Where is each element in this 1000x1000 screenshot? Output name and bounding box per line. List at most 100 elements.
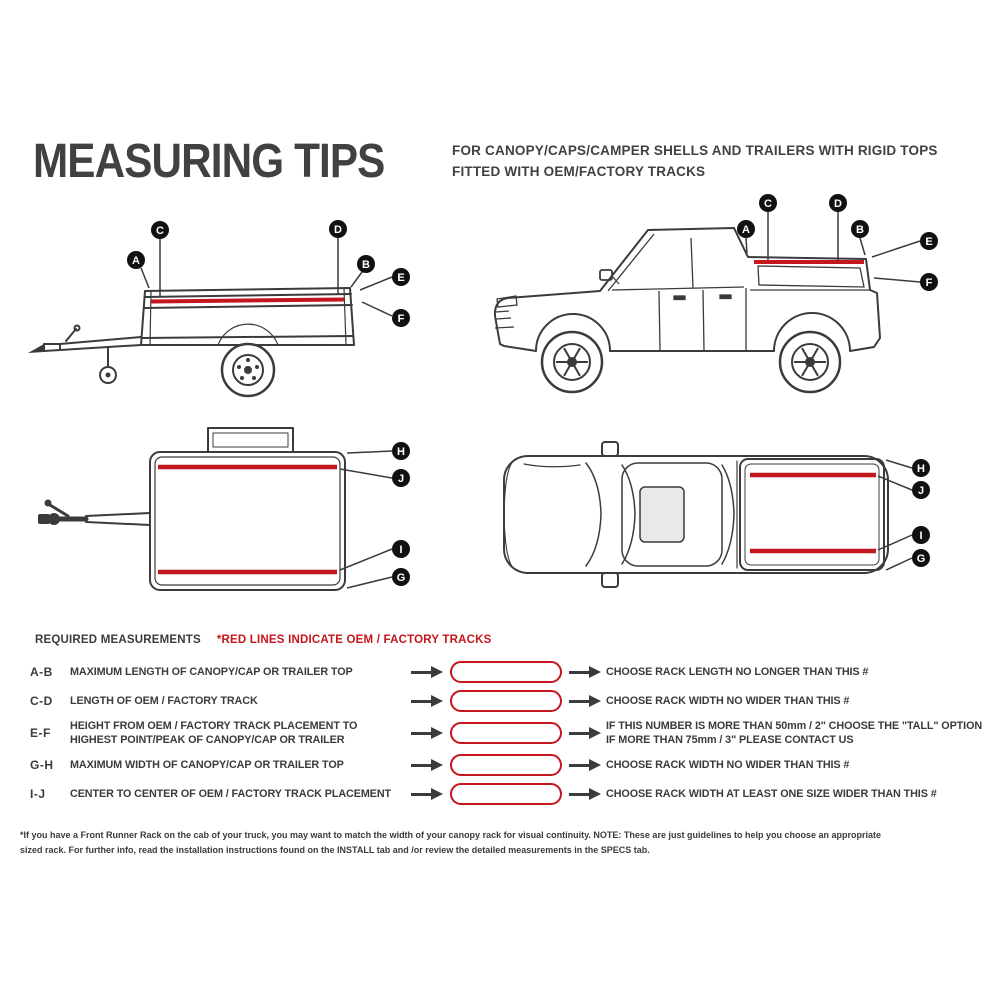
right-arrow-icon — [411, 787, 443, 801]
trailer-body-outline — [43, 287, 355, 368]
measurement-description: MAXIMUM WIDTH OF CANOPY/CAP OR TRAILER T… — [70, 759, 344, 772]
measure-point-a: A — [737, 220, 755, 238]
measurement-id: I-J — [30, 787, 46, 802]
measurement-row-i-j: I-J CENTER TO CENTER OF OEM / FACTORY TR… — [30, 783, 976, 806]
measure-point-b: B — [851, 220, 869, 238]
measurement-input-box — [450, 783, 562, 806]
label-badge-a: A — [742, 224, 750, 236]
label-badge-e: E — [397, 272, 404, 284]
trailer-wheel — [220, 342, 276, 398]
measure-point-e: E — [920, 232, 938, 250]
label-badge-a: A — [132, 255, 140, 267]
measure-point-f: F — [392, 309, 410, 327]
truck-body-details — [494, 233, 870, 351]
truck-rear-wheel — [778, 330, 842, 394]
right-arrow-icon — [411, 726, 443, 740]
measurement-id: E-F — [30, 726, 51, 741]
trailer-jockey-wheel — [99, 366, 117, 384]
measurement-result: CHOOSE RACK WIDTH NO WIDER THAN THIS # — [606, 694, 850, 707]
measure-point-g: G — [392, 568, 410, 586]
measurement-input-box — [450, 661, 562, 683]
measurement-description: CENTER TO CENTER OF OEM / FACTORY TRACK … — [70, 788, 392, 801]
measure-point-b: B — [357, 255, 375, 273]
footnote: *If you have a Front Runner Rack on the … — [20, 830, 881, 856]
truck-side-view-diagram: C A D B E F — [493, 194, 938, 394]
measure-point-j: J — [392, 469, 410, 487]
measurement-row-a-b: A-B MAXIMUM LENGTH OF CANOPY/CAP OR TRAI… — [30, 661, 976, 683]
measurements-table: A-B MAXIMUM LENGTH OF CANOPY/CAP OR TRAI… — [30, 661, 982, 806]
measurement-input-box — [450, 754, 562, 777]
measure-point-i: I — [392, 540, 410, 558]
measurement-id: C-D — [30, 694, 53, 708]
right-arrow-icon — [411, 665, 443, 679]
subtitle-line-2: FITTED WITH OEM/FACTORY TRACKS — [452, 163, 706, 179]
trailer-top-view-diagram: H J I G — [38, 427, 410, 591]
label-badge-f: F — [398, 313, 405, 325]
required-measurements-label: REQUIRED MEASUREMENTS — [35, 634, 201, 646]
measure-point-j: J — [912, 481, 930, 499]
label-badge-h: H — [917, 463, 925, 475]
label-badge-j: J — [398, 473, 404, 485]
measurement-row-g-h: G-H MAXIMUM WIDTH OF CANOPY/CAP OR TRAIL… — [30, 754, 976, 777]
label-badge-b: B — [856, 224, 864, 236]
right-arrow-icon — [569, 758, 601, 772]
right-arrow-icon — [569, 726, 601, 740]
measurement-description: HEIGHT FROM OEM / FACTORY TRACK PLACEMEN… — [70, 720, 358, 747]
measure-point-c: C — [151, 221, 169, 239]
truck-top-outline — [503, 441, 889, 588]
measurement-result: CHOOSE RACK WIDTH AT LEAST ONE SIZE WIDE… — [606, 788, 937, 801]
right-arrow-icon — [411, 694, 443, 708]
measurement-id: G-H — [30, 758, 54, 773]
measurement-result: IF THIS NUMBER IS MORE THAN 50mm / 2" CH… — [606, 720, 983, 747]
label-badge-b: B — [362, 259, 370, 271]
measure-point-h: H — [392, 442, 410, 460]
right-arrow-icon — [569, 665, 601, 679]
measurement-input-box — [450, 722, 562, 745]
hitch-tip — [38, 514, 50, 524]
measurement-row-e-f: E-F HEIGHT FROM OEM / FACTORY TRACK PLAC… — [30, 719, 982, 747]
measure-point-d: D — [329, 220, 347, 238]
measure-point-e: E — [392, 268, 410, 286]
label-badge-j: J — [918, 485, 924, 497]
factory-track-red-line — [150, 297, 345, 304]
measurement-input-box — [450, 690, 562, 712]
truck-top-view-diagram: H J I G — [503, 441, 930, 588]
label-badge-c: C — [764, 198, 772, 210]
leader-lines — [140, 238, 393, 317]
legend: REQUIRED MEASUREMENTS *RED LINES INDICAT… — [35, 634, 492, 646]
right-arrow-icon — [569, 787, 601, 801]
red-lines-note: *RED LINES INDICATE OEM / FACTORY TRACKS — [216, 634, 492, 646]
label-badge-h: H — [397, 446, 405, 458]
measure-point-a: A — [127, 251, 145, 269]
measure-point-d: D — [829, 194, 847, 212]
label-badge-f: F — [926, 277, 933, 289]
label-badge-c: C — [156, 225, 164, 237]
trailer-top-outline — [48, 427, 346, 591]
leader-lines — [745, 212, 921, 283]
right-arrow-icon — [411, 758, 443, 772]
truck-body-outline — [493, 227, 881, 352]
measure-point-c: C — [759, 194, 777, 212]
measure-point-g: G — [912, 549, 930, 567]
label-badge-d: D — [334, 224, 342, 236]
measure-point-h: H — [912, 459, 930, 477]
page-subtitle: FOR CANOPY/CAPS/CAMPER SHELLS AND TRAILE… — [452, 141, 938, 183]
label-badge-d: D — [834, 198, 842, 210]
subtitle-line-1: FOR CANOPY/CAPS/CAMPER SHELLS AND TRAILE… — [452, 143, 938, 158]
measurement-row-c-d: C-D LENGTH OF OEM / FACTORY TRACK CHOOSE… — [30, 690, 976, 712]
measure-point-f: F — [920, 273, 938, 291]
measurement-id: A-B — [30, 665, 53, 679]
hitch-coupler — [48, 513, 60, 525]
measurement-result: CHOOSE RACK WIDTH NO WIDER THAN THIS # — [606, 759, 850, 772]
measurement-description: MAXIMUM LENGTH OF CANOPY/CAP OR TRAILER … — [70, 665, 353, 678]
label-badge-g: G — [397, 572, 406, 584]
label-badge-i: I — [399, 544, 402, 556]
measurement-result: CHOOSE RACK LENGTH NO LONGER THAN THIS # — [606, 665, 869, 678]
hitch-handle-knob — [44, 499, 52, 507]
label-badge-e: E — [925, 236, 932, 248]
trailer-hitch-coupler — [28, 344, 44, 353]
page-title: MEASURING TIPS — [33, 135, 385, 188]
measurement-description: LENGTH OF OEM / FACTORY TRACK — [70, 694, 258, 707]
right-arrow-icon — [569, 694, 601, 708]
